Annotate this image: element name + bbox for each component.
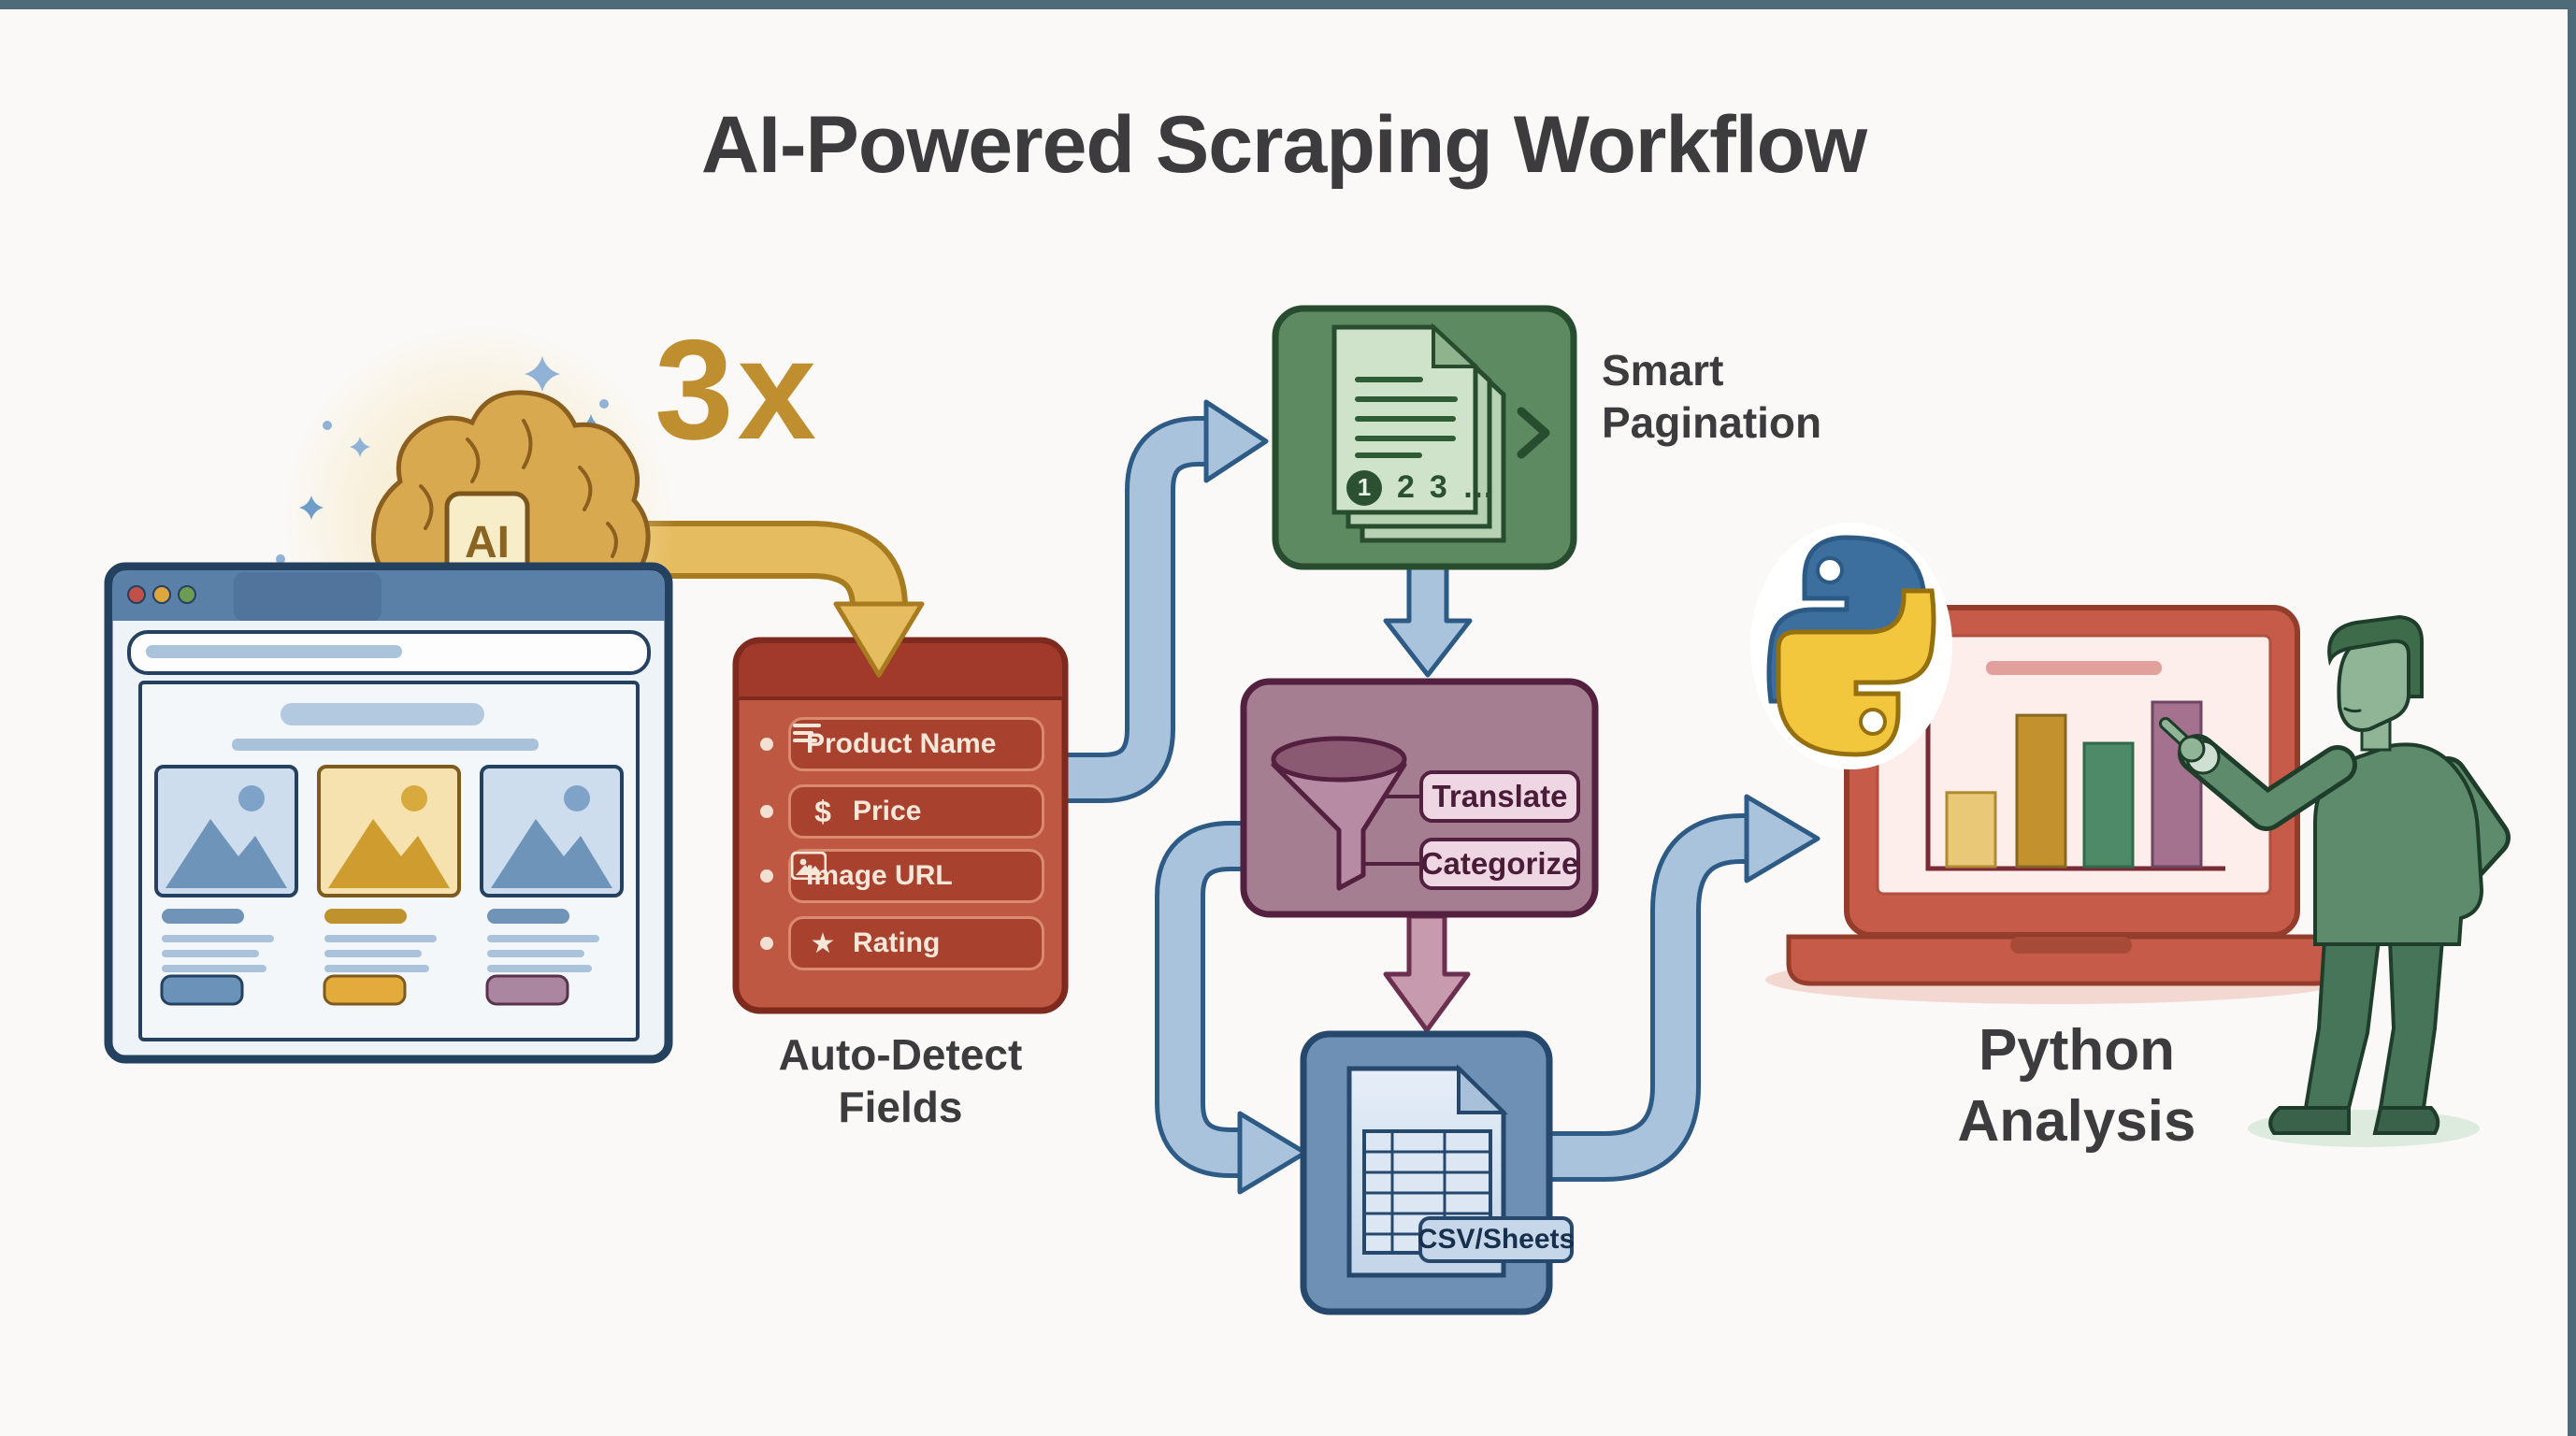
field-pill-price: $ Price [788,784,1044,839]
product-card-highlighted [317,765,461,1006]
field-pill-rating: ★ Rating [788,916,1044,970]
arrow-refine-to-export-loop [1155,821,1308,1195]
person-hair [2327,614,2424,698]
bullet-dot [760,937,773,950]
stacked-pages-icon [1331,323,1506,543]
chart-axes [1925,703,2225,871]
field-label: Rating [853,927,941,958]
export-format-tag: CSV/Sheets [1417,1216,1576,1263]
person-shoe [2372,1106,2440,1135]
traffic-light-yellow [152,585,171,604]
field-label: Image URL [806,860,953,891]
field-label: Product Name [806,728,997,759]
page-number-active: 1 [1346,469,1382,506]
traffic-light-green [178,585,196,604]
field-pill-image-url: Image URL [788,849,1044,903]
bullet-dot [760,738,773,751]
image-icon [791,852,827,880]
dollar-icon: $ [814,794,831,828]
card-button [485,974,569,1006]
product-card [154,765,298,1006]
arrow-refine-to-export [1383,913,1471,1033]
translate-button: Translate [1419,770,1580,823]
browser-tab [234,572,381,621]
person-hand [2178,735,2206,763]
product-card [480,765,624,1006]
multiplier-label: 3x [655,310,821,469]
star-icon: ★ [810,927,836,959]
arrow-export-to-analysis [1541,794,1820,1182]
arrow-fields-to-pagination [1055,399,1269,803]
person-leg [2378,938,2445,1110]
top-edge-strip [0,0,2576,9]
page-number: 2 [1397,469,1415,505]
funnel-icon [1271,736,1407,891]
export-box [1300,1030,1553,1315]
page-number: 3 [1429,469,1447,505]
arrow-pagination-to-refine [1383,565,1473,678]
export-format-label: CSV/Sheets [1417,1224,1576,1255]
card-button [160,974,244,1006]
page-title: AI-Powered Scraping Workflow [700,100,1867,190]
person-shoe [2268,1106,2351,1135]
bullet-dot [760,805,773,818]
bullet-dot [760,869,773,883]
arrow-brain-to-fields [598,521,925,678]
field-pill-product-name: Product Name [788,717,1044,771]
presenter-person [2159,614,2511,1147]
categorize-button: Categorize [1419,838,1580,890]
auto-detect-caption: Auto-Detect Fields [778,1030,1023,1132]
chart-bar [2082,741,2135,869]
card-button [323,974,407,1006]
chart-bar [1945,791,1997,869]
field-label: Price [853,796,922,826]
person-pointing-arm [2182,739,2353,826]
chart-bar [2015,713,2067,869]
ai-chip-label: AI [465,517,510,567]
sparkle-icon [276,356,621,634]
translate-button-label: Translate [1432,779,1568,813]
analysis-laptop [1765,605,2349,1004]
python-logo-icon [1750,523,1952,769]
person-head [2337,635,2411,732]
traffic-light-red [127,585,146,604]
text-lines-icon [793,724,821,742]
python-analysis-caption: Python Analysis [1957,1018,2196,1154]
smart-pagination-caption: Smart Pagination [1602,346,1822,448]
chevron-right-icon [1517,407,1550,459]
categorize-button-label: Categorize [1420,846,1579,881]
browser-window [104,562,673,1064]
pagination-row: 1 2 3 … [1346,469,1494,506]
smart-pagination-box [1272,305,1577,570]
right-edge-strip [2568,0,2576,1436]
page-ellipsis: … [1461,469,1494,505]
